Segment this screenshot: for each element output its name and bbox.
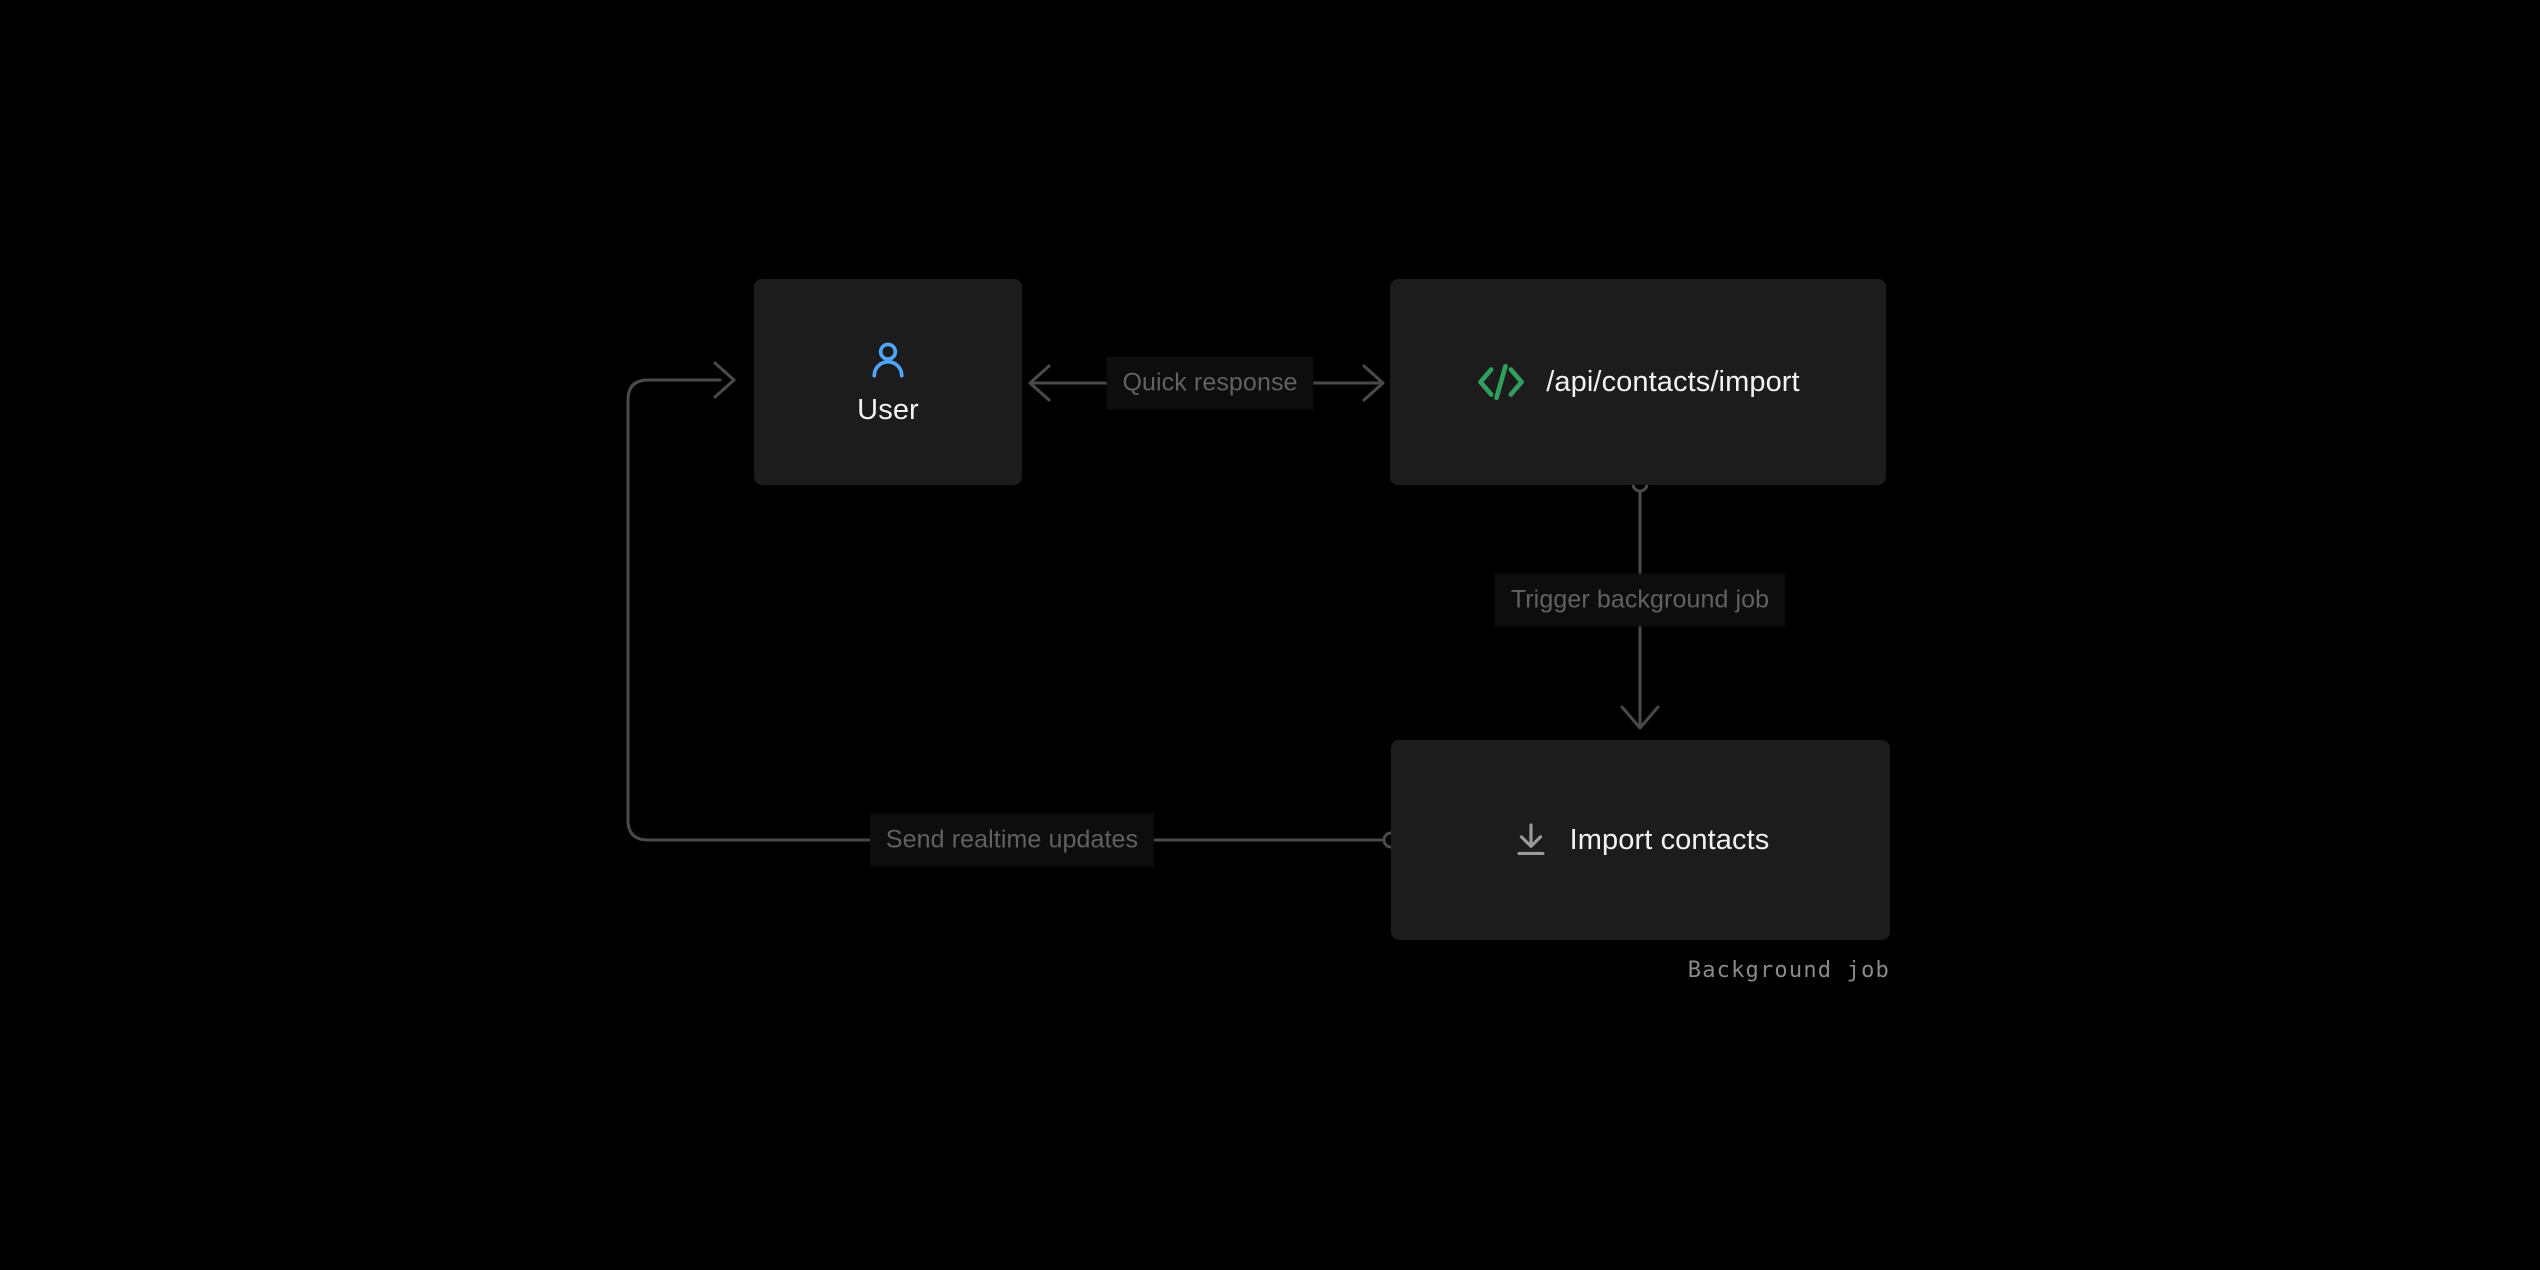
node-user-label: User [857, 393, 919, 426]
download-icon [1512, 821, 1550, 859]
arrowhead-to-job [1620, 705, 1660, 730]
node-import-contacts[interactable]: Import contacts [1391, 740, 1890, 940]
node-user[interactable]: User [754, 279, 1022, 485]
edge-label-trigger-background-job: Trigger background job [1494, 573, 1786, 627]
arrowhead-to-user [1028, 364, 1051, 402]
edge-label-send-realtime-updates: Send realtime updates [869, 813, 1155, 867]
edge-label-quick-response: Quick response [1106, 356, 1314, 410]
user-icon [866, 338, 910, 382]
arrowhead-to-user [713, 361, 736, 399]
node-api-endpoint[interactable]: /api/contacts/import [1390, 279, 1886, 485]
code-icon [1476, 362, 1526, 402]
node-import-contacts-label: Import contacts [1569, 823, 1770, 856]
node-api-label: /api/contacts/import [1546, 365, 1800, 398]
arrowhead-to-api [1362, 364, 1385, 402]
node-import-contacts-caption: Background job [1687, 958, 1890, 983]
